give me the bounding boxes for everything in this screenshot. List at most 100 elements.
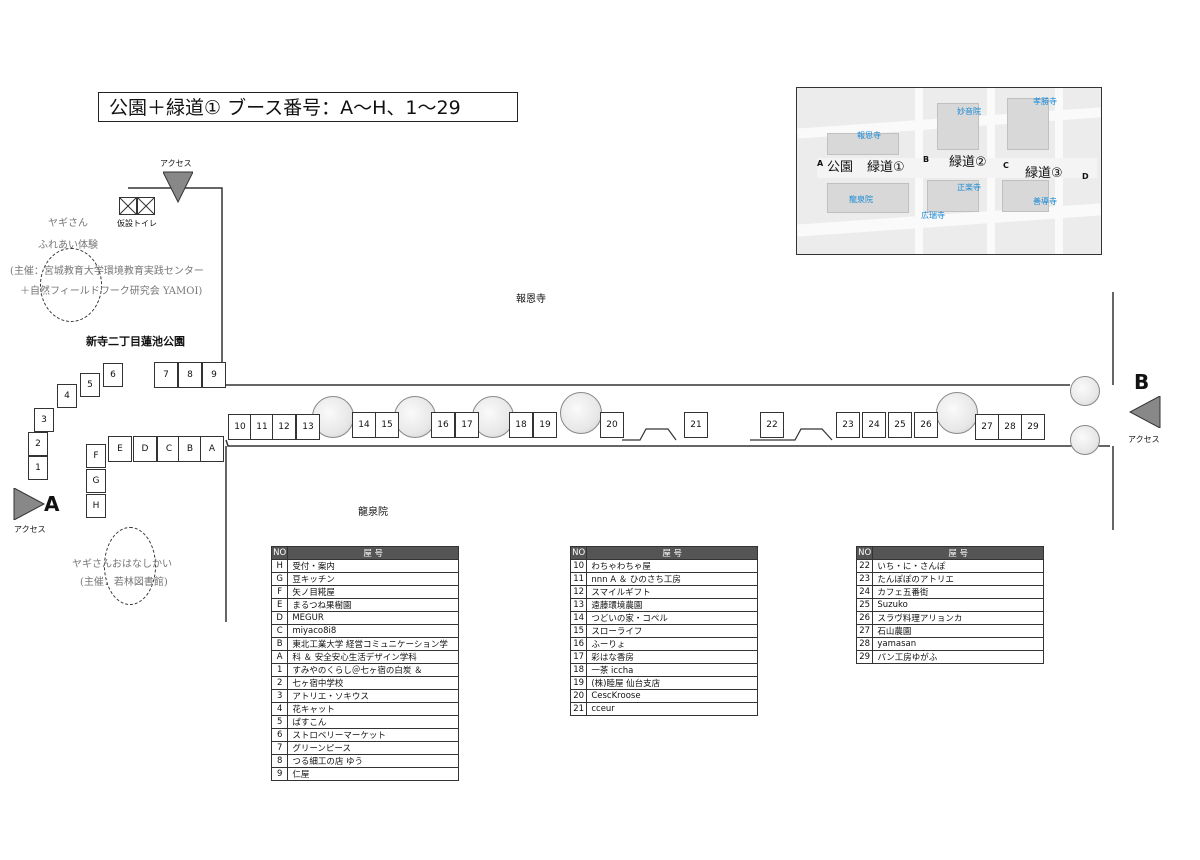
temple-north-label: 報恩寺 [516,294,546,305]
booth-13[interactable]: 13 [296,414,320,440]
legend-header-no: NO [855,546,874,560]
inset-shogakuji: 正楽寺 [957,183,981,192]
legend-row-name: スマイルギフト [586,585,758,599]
booth-17[interactable]: 17 [455,412,479,438]
goat-area-1 [40,248,102,322]
booth-18[interactable]: 18 [509,412,533,438]
booth-D[interactable]: D [133,436,157,462]
booth-16[interactable]: 16 [431,412,455,438]
legend-row-no: 13 [569,598,588,612]
booth-22[interactable]: 22 [760,412,784,438]
tree-icon [1070,425,1100,455]
tree-icon [560,392,602,434]
access-arrow-north-icon [163,171,193,204]
toilet-icon [119,197,137,215]
toilet-icon [137,197,155,215]
booth-3[interactable]: 3 [34,408,54,432]
legend-row-name: すみやのくらし＠七ヶ宿の白炭 ＆ [287,663,459,677]
booth-E[interactable]: E [108,436,132,462]
inset-hoonji: 報恩寺 [857,131,881,140]
legend-row-no: 2 [270,676,289,690]
booth-1[interactable]: 1 [28,456,48,480]
legend-row-no: 25 [855,598,874,612]
booth-5[interactable]: 5 [80,373,100,397]
goat-event-1-line4: ＋自然フィールドワーク研究会 YAMOI) [20,286,203,297]
legend-row-name: yamasan [872,637,1044,651]
legend-row-name: ふーりょ [586,637,758,651]
booth-27[interactable]: 27 [975,414,999,440]
legend-row-no: 28 [855,637,874,651]
legend-row-name: 受付・案内 [287,559,459,573]
legend-row-no: G [270,572,289,586]
booth-15[interactable]: 15 [375,412,399,438]
booth-4[interactable]: 4 [57,384,77,408]
legend-row-no: 5 [270,715,289,729]
booth-H[interactable]: H [86,494,106,518]
booth-25[interactable]: 25 [888,412,912,438]
legend-row-name: 遠藤環境農園 [586,598,758,612]
booth-11[interactable]: 11 [250,414,274,440]
legend-row-no: 20 [569,689,588,703]
toilet-label: 仮設トイレ [117,219,157,228]
booth-G[interactable]: G [86,469,106,493]
booth-A[interactable]: A [200,436,224,462]
booth-29[interactable]: 29 [1021,414,1045,440]
legend-row-no: 22 [855,559,874,573]
legend-row-name: 石山農園 [872,624,1044,638]
legend-row-name: パン工房ゆがふ [872,650,1044,664]
booth-20[interactable]: 20 [600,412,624,438]
booth-B[interactable]: B [178,436,202,462]
booth-23[interactable]: 23 [836,412,860,438]
legend-header-name: 屋 号 [872,546,1044,560]
legend-row-name: スローライフ [586,624,758,638]
booth-19[interactable]: 19 [533,412,557,438]
legend-row-name: nnn A ＆ ひのさち工房 [586,572,758,586]
goat-event-1-line2: ふれあい体験 [38,240,98,251]
legend-row-no: 9 [270,767,289,781]
legend-row-name: たんぽぽのアトリエ [872,572,1044,586]
legend-row-no: 23 [855,572,874,586]
legend-row-name: グリーンピース [287,741,459,755]
legend-row-no: 16 [569,637,588,651]
goat-area-2 [104,527,156,605]
access-arrow-b-icon [1128,396,1161,428]
booth-14[interactable]: 14 [352,412,376,438]
booth-10[interactable]: 10 [228,414,252,440]
booth-2[interactable]: 2 [28,432,48,456]
inset-myoonin: 妙音院 [957,107,981,116]
booth-12[interactable]: 12 [272,414,296,440]
goat-event-2-line2: (主催：若林図書館) [80,577,168,588]
booth-21[interactable]: 21 [684,412,708,438]
park-name: 新寺二丁目蓮池公園 [86,335,185,348]
legend-row-name: つる細工の店 ゆう [287,754,459,768]
legend-header-name: 屋 号 [586,546,758,560]
entrance-a-label: A [44,492,60,516]
inset-shoteiji: 孝勝寺 [1033,97,1057,106]
booth-F[interactable]: F [86,444,106,468]
booth-7[interactable]: 7 [154,362,178,388]
booth-26[interactable]: 26 [914,412,938,438]
booth-28[interactable]: 28 [998,414,1022,440]
legend-row-name: アトリエ・ソキウス [287,689,459,703]
booth-6[interactable]: 6 [103,363,123,387]
legend-row-no: C [270,624,289,638]
booth-8[interactable]: 8 [178,362,202,388]
temple-south-label: 龍泉院 [358,507,388,518]
inset-green-3: 緑道③ [1025,166,1063,181]
legend-row-name: miyaco8i8 [287,624,459,638]
booth-24[interactable]: 24 [862,412,886,438]
booth-9[interactable]: 9 [202,362,226,388]
